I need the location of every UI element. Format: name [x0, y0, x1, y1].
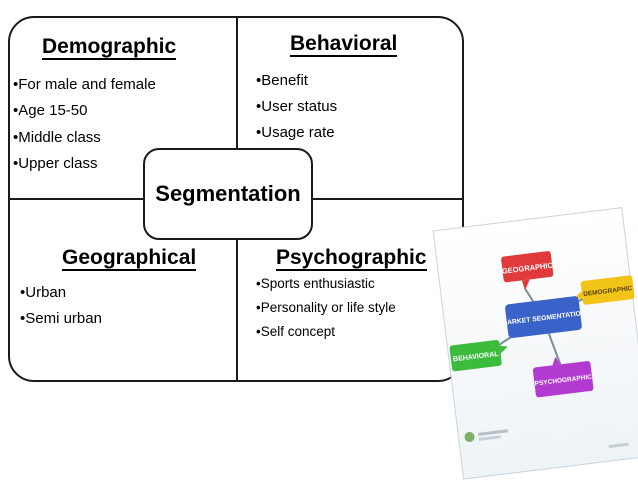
demographic-item: •Middle class — [13, 129, 101, 146]
demographic-title: Demographic — [42, 35, 177, 60]
geographical-item: •Urban — [20, 284, 67, 301]
segmentation-center: Segmentation — [143, 148, 313, 240]
demographic-box — [580, 275, 635, 305]
demographic-item: •Age 15-50 — [13, 102, 88, 119]
photo-logo-icon — [464, 431, 475, 442]
behavioral-item: •Benefit — [256, 72, 308, 89]
behavioral-item: •User status — [256, 98, 338, 115]
psychographic-item: •Sports enthusiastic — [256, 276, 375, 291]
psychographic-title: Psychographic — [276, 246, 427, 271]
behavioral-item: •Usage rate — [256, 124, 335, 141]
geographical-item: •Semi urban — [20, 310, 102, 327]
demographic-item: •Upper class — [13, 155, 98, 172]
psychographic-item: •Personality or life style — [256, 300, 396, 315]
demographic-item: •For male and female — [13, 76, 156, 93]
psychographic-item: •Self concept — [256, 324, 336, 339]
geographical-title: Geographical — [62, 246, 197, 271]
market-segmentation-photo: GEOGRAPHIC DEMOGRAPHIC BEHAVIORAL PSYCHO… — [431, 205, 638, 487]
photo-frame — [432, 207, 638, 480]
geographic-box — [501, 251, 554, 283]
behavioral-title: Behavioral — [290, 32, 398, 57]
behavioral-box — [449, 340, 502, 372]
psychographic-box — [532, 361, 594, 398]
market-segmentation-box — [505, 296, 582, 339]
